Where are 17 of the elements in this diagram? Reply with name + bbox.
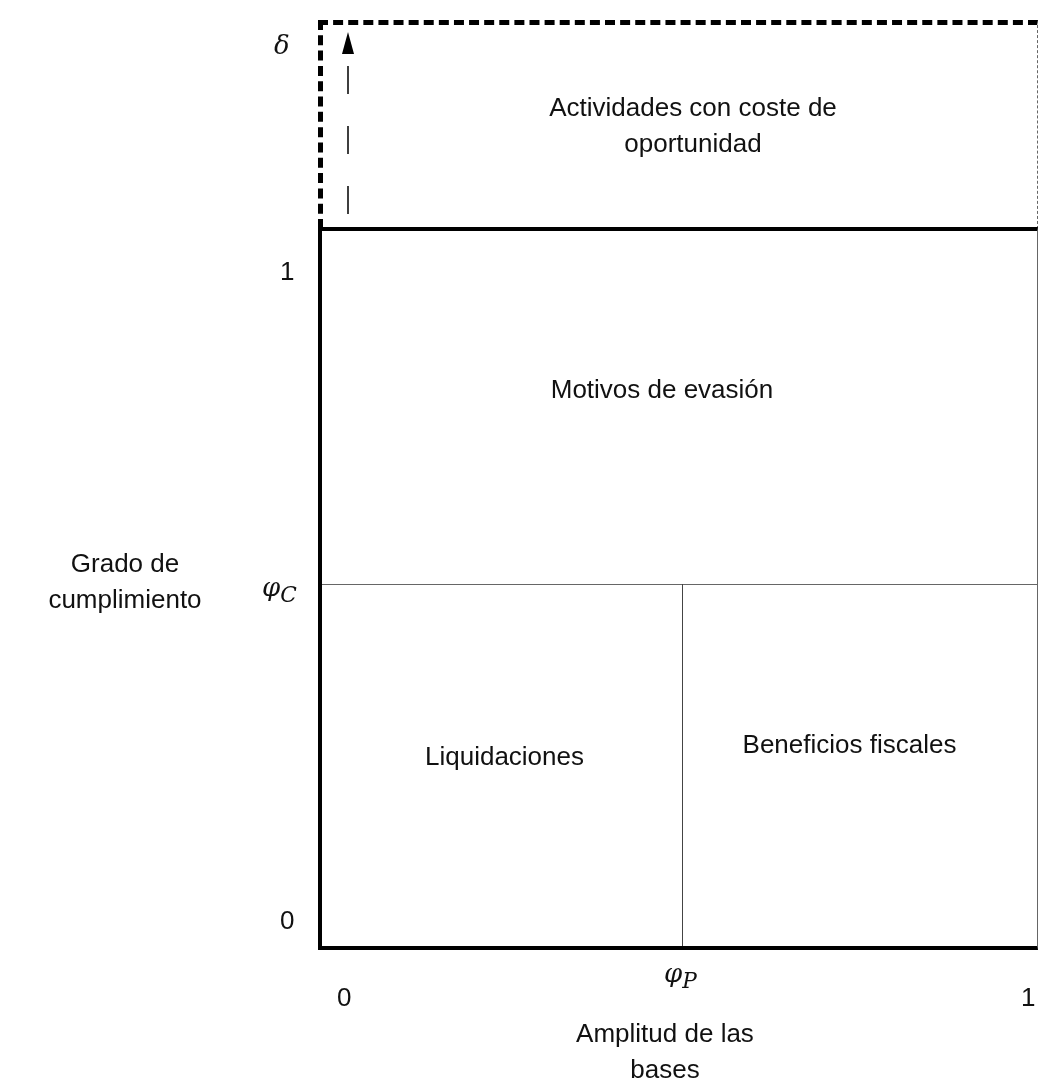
axis-tick-label: φ$_{C}$ [262,572,297,610]
axis-tick-label: φ$_{P}$ [664,958,697,996]
axis-tick-label: δ [274,30,290,60]
region-label: Motivos de evasión [549,373,775,406]
region-box [318,227,1038,585]
axis-tick-label: 0 [280,905,295,935]
region-label: Actividades con coste de oportunidad [548,91,838,160]
region-box [318,20,1038,229]
axis-title: Grado de cumplimiento [47,547,203,616]
region-box [318,584,683,950]
axis-tick-label: 1 [1021,982,1036,1012]
region-label: Beneficios fiscales [741,728,958,761]
region-box [682,584,1038,950]
axis-tick-label: 1 [280,256,295,286]
axis-title: Amplitud de las bases [575,1017,755,1086]
region-label: Liquidaciones [424,740,585,773]
axis-tick-label: 0 [337,982,352,1012]
